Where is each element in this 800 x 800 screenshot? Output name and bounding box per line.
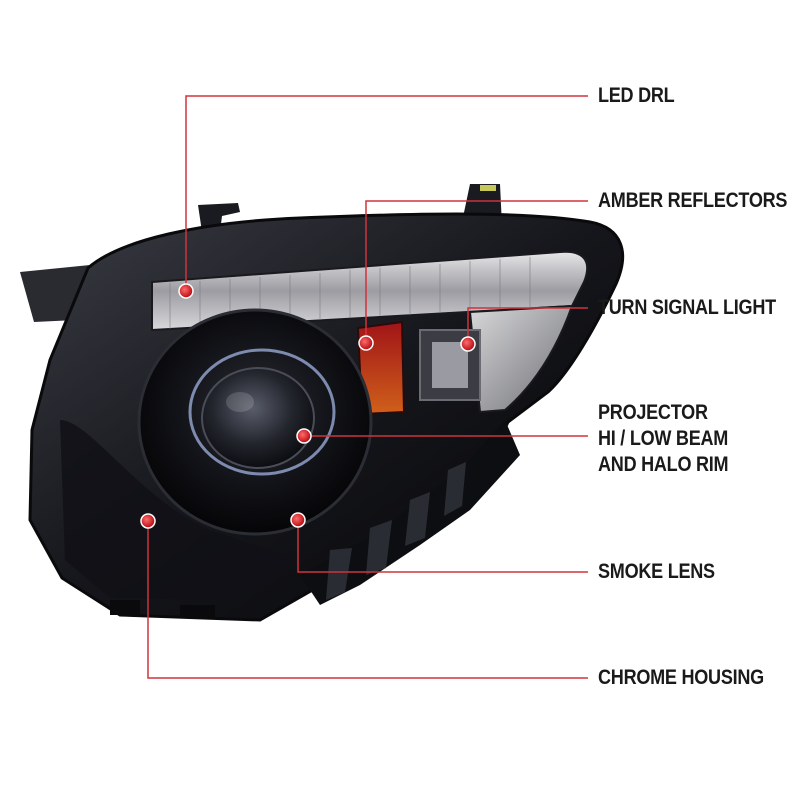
dot-chrome-housing [140, 513, 156, 529]
turn-signal-section [419, 304, 574, 414]
leader-line-chrome-housing [147, 521, 588, 679]
label-projector: PROJECTOR HI / LOW BEAM AND HALO RIM [598, 401, 729, 476]
dot-amber-reflectors [358, 335, 374, 351]
projector-assembly [137, 308, 373, 536]
leader-line-smoke-lens [297, 520, 588, 573]
leader-line-turn-signal [467, 307, 588, 344]
dot-turn-signal [460, 336, 476, 352]
dot-smoke-lens [290, 512, 306, 528]
leader-lines [147, 95, 588, 679]
leader-line-amber-reflectors [365, 200, 588, 343]
dot-projector [296, 428, 312, 444]
label-turn-signal-light: TURN SIGNAL LIGHT [598, 296, 776, 319]
label-smoke-lens: SMOKE LENS [598, 560, 715, 583]
leader-line-led-drl [185, 95, 588, 291]
label-led-drl: LED DRL [598, 84, 675, 107]
label-amber-reflectors: AMBER REFLECTORS [598, 189, 788, 212]
callout-dots [140, 283, 476, 529]
dot-led-drl [178, 283, 194, 299]
label-chrome-housing: CHROME HOUSING [598, 666, 764, 689]
